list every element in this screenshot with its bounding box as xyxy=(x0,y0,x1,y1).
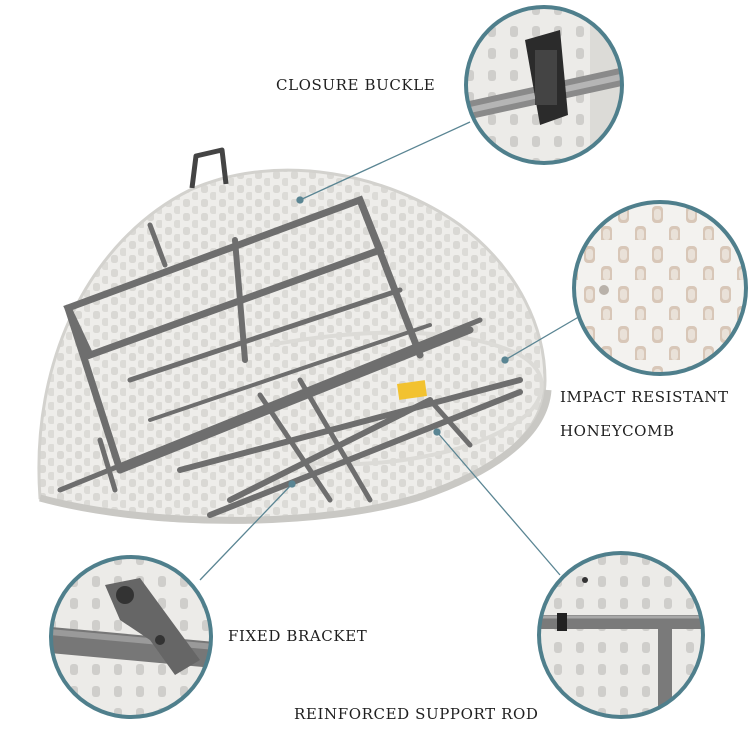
closure-buckle-label: CLOSURE BUCKLE xyxy=(276,76,436,94)
leader-lines xyxy=(199,121,583,581)
steel-frame xyxy=(57,195,523,518)
callout-fixed-bracket xyxy=(49,555,213,719)
carry-handle xyxy=(189,147,229,189)
impact-resistant-label: IMPACT RESISTANT xyxy=(560,388,729,406)
callout-support-rod xyxy=(537,551,705,719)
support-rod-label: REINFORCED SUPPORT ROD xyxy=(294,705,539,723)
accent-pad xyxy=(397,380,427,400)
callout-closure-buckle xyxy=(464,5,624,165)
callout-honeycomb xyxy=(572,200,748,376)
fixed-bracket-label: FIXED BRACKET xyxy=(228,627,368,645)
honeycomb-label: HONEYCOMB xyxy=(560,422,675,440)
